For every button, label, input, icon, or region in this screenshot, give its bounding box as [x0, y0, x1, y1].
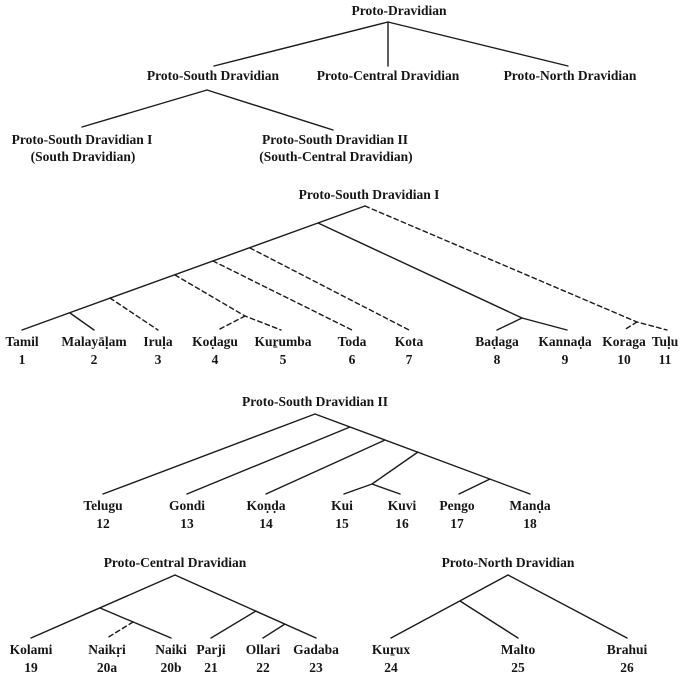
leaf-label-kannada: Kannaḍa [538, 334, 592, 349]
leaf-label-ollari: Ollari [246, 642, 281, 657]
leaf-label-badaga: Baḍaga [475, 334, 519, 349]
label-proto-south-dravidian-1: Proto-South Dravidian I [12, 132, 153, 147]
leaf-label-irula: Iruḷa [143, 334, 173, 349]
pcd-solid-edges [30, 574, 317, 639]
title-proto-south-dravidian-2: Proto-South Dravidian II [242, 394, 388, 409]
leaf-number-tulu: 11 [659, 352, 672, 367]
tree-proto-north-dravidian: Proto-North Dravidian Kuṟux Malto Brahui… [372, 555, 648, 675]
leaf-number-tamil: 1 [19, 352, 26, 367]
leaf-number-naikri: 20a [97, 660, 118, 675]
leaf-label-kolami: Kolami [10, 642, 53, 657]
leaf-number-ollari: 22 [256, 660, 270, 675]
leaf-number-kurux: 24 [384, 660, 398, 675]
leaf-label-telugu: Telugu [83, 498, 123, 513]
leaf-number-konda: 14 [259, 516, 273, 531]
psd1-solid-edges [21, 205, 568, 331]
leaf-label-pengo: Pengo [439, 498, 474, 513]
leaf-number-parji: 21 [204, 660, 218, 675]
leaf-number-pengo: 17 [450, 516, 464, 531]
leaf-label-kota: Kota [395, 334, 424, 349]
leaf-label-toda: Toda [338, 334, 367, 349]
leaf-number-kota: 7 [406, 352, 413, 367]
leaf-label-koraga: Koraga [602, 334, 646, 349]
label-proto-south-dravidian-2: Proto-South Dravidian II [262, 132, 408, 147]
psd1-dashed-edges [109, 205, 668, 331]
leaf-number-irula: 3 [155, 352, 162, 367]
proto-dravidian-solid-edges [81, 21, 569, 131]
tree-proto-dravidian: Proto-Dravidian Proto-South Dravidian Pr… [12, 3, 637, 164]
label-proto-dravidian: Proto-Dravidian [352, 3, 447, 18]
leaf-number-naiki: 20b [160, 660, 181, 675]
leaf-number-kurumba: 5 [280, 352, 287, 367]
leaf-number-gondi: 13 [180, 516, 194, 531]
leaf-label-kui: Kui [331, 498, 353, 513]
leaf-label-naikri: Naikṛi [88, 642, 126, 657]
tree-proto-central-dravidian: Proto-Central Dravidian Kolami Naikṛi Na… [10, 555, 340, 675]
label-proto-south-dravidian: Proto-South Dravidian [147, 68, 280, 83]
leaf-number-malto: 25 [511, 660, 525, 675]
leaf-label-naiki: Naiki [155, 642, 187, 657]
leaf-label-kodagu: Koḍagu [192, 334, 238, 349]
leaf-label-brahui: Brahui [607, 642, 648, 657]
leaf-number-brahui: 26 [620, 660, 634, 675]
leaf-label-manda: Manḍa [509, 498, 551, 513]
leaf-number-gadaba: 23 [309, 660, 323, 675]
leaf-number-kannada: 9 [562, 352, 569, 367]
leaf-label-kurumba: Kuṟumba [254, 334, 311, 349]
leaf-label-konda: Koṇḍa [246, 498, 285, 513]
leaf-label-tulu: Tuḷu [652, 334, 679, 349]
leaf-label-gadaba: Gadaba [293, 642, 339, 657]
leaf-number-kuvi: 16 [395, 516, 409, 531]
leaf-number-koraga: 10 [617, 352, 631, 367]
leaf-number-kolami: 19 [24, 660, 38, 675]
leaf-label-kuvi: Kuvi [388, 498, 417, 513]
psd2-solid-edges [102, 413, 531, 495]
leaf-label-parji: Parji [196, 642, 225, 657]
leaf-label-kurux: Kuṟux [372, 642, 411, 657]
pcd-dashed-edges [106, 621, 134, 639]
leaf-number-telugu: 12 [96, 516, 110, 531]
label-south-central-dravidian-alias: (South-Central Dravidian) [259, 149, 412, 164]
label-south-dravidian-alias: (South Dravidian) [31, 149, 136, 164]
tree-proto-south-dravidian-1: Proto-South Dravidian I Tamil Malayāḷam … [5, 187, 678, 367]
pnd-solid-edges [390, 574, 628, 639]
leaf-number-toda: 6 [349, 352, 356, 367]
leaf-number-badaga: 8 [494, 352, 501, 367]
leaf-label-gondi: Gondi [169, 498, 205, 513]
label-proto-north-dravidian: Proto-North Dravidian [504, 68, 637, 83]
leaf-label-tamil: Tamil [5, 334, 39, 349]
leaf-label-malayalam: Malayāḷam [61, 334, 127, 349]
title-proto-central-dravidian: Proto-Central Dravidian [104, 555, 247, 570]
leaf-number-kui: 15 [335, 516, 349, 531]
label-proto-central-dravidian: Proto-Central Dravidian [317, 68, 460, 83]
leaf-label-malto: Malto [501, 642, 536, 657]
leaf-number-manda: 18 [523, 516, 537, 531]
leaf-number-malayalam: 2 [91, 352, 98, 367]
title-proto-south-dravidian-1: Proto-South Dravidian I [299, 187, 440, 202]
leaf-number-kodagu: 4 [212, 352, 219, 367]
title-proto-north-dravidian: Proto-North Dravidian [442, 555, 575, 570]
tree-proto-south-dravidian-2: Proto-South Dravidian II Telugu Gondi Ko… [83, 394, 551, 531]
